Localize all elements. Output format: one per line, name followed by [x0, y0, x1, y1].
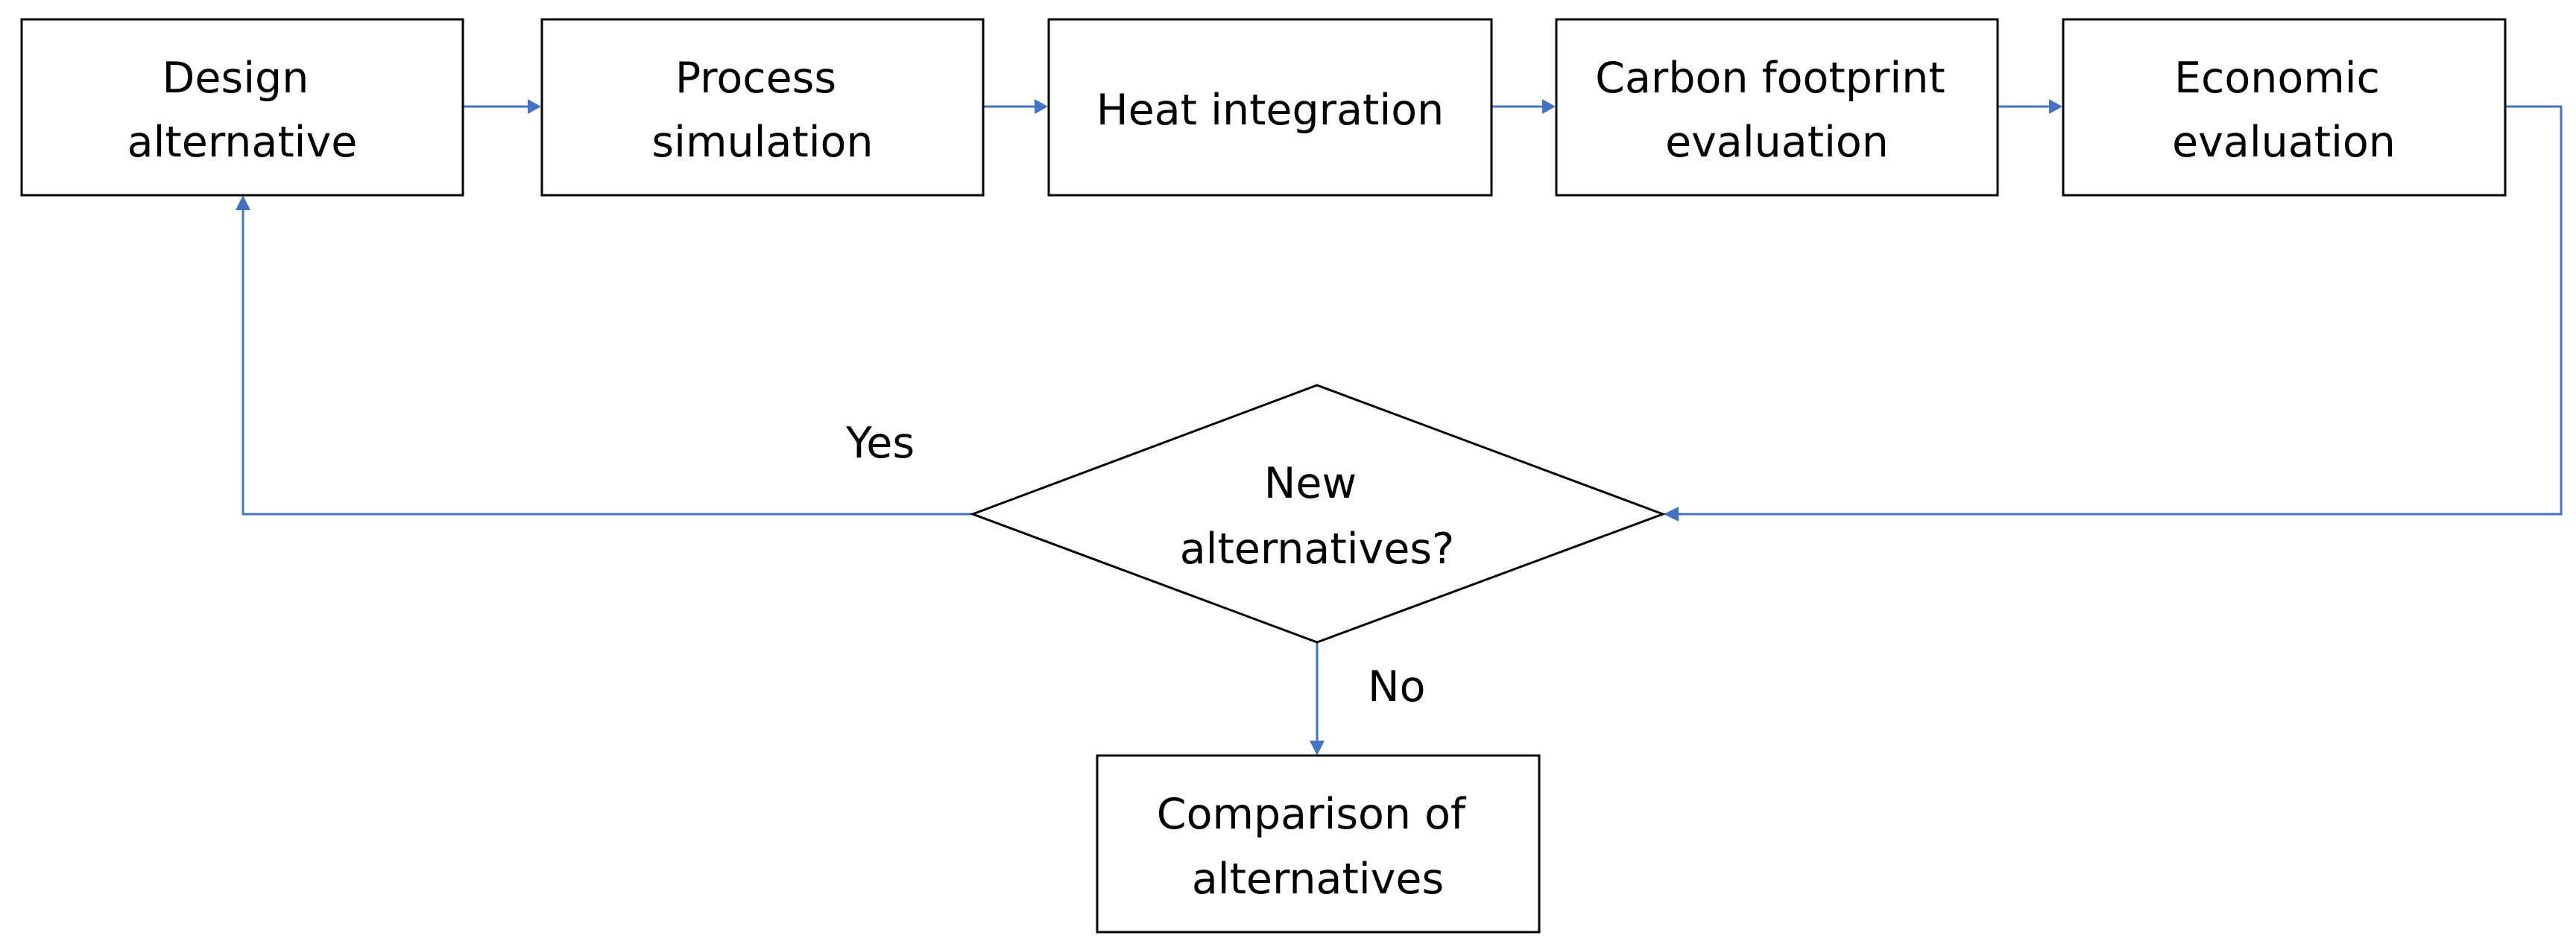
economic-evaluation-label-line-2: evaluation — [2172, 118, 2396, 167]
comparison-label-line-1: Comparison of — [1157, 790, 1467, 839]
design-alternative-box — [20, 18, 464, 197]
arrowhead-economic-to-decision — [1664, 507, 1679, 522]
connector-economic-to-decision — [1677, 105, 2563, 516]
economic-evaluation-label: Economic evaluation — [2172, 54, 2396, 167]
decision-label: New alternatives? — [1180, 459, 1455, 574]
heat-integration-label-line-1: Heat integration — [1096, 86, 1444, 135]
node-comparison-of-alternatives: Comparison of alternatives — [1096, 754, 1541, 934]
economic-evaluation-label-line-1: Economic — [2174, 54, 2380, 103]
carbon-footprint-evaluation-box — [1555, 18, 1999, 197]
process-simulation-label: Process simulation — [651, 54, 873, 167]
comparison-label-line-2: alternatives — [1192, 855, 1444, 904]
heat-integration-box — [1047, 18, 1493, 197]
decision-diamond — [969, 384, 1667, 644]
decision-label-line-1: New — [1264, 459, 1357, 508]
process-simulation-label-line-2: simulation — [651, 118, 873, 167]
carbon-footprint-evaluation-label: Carbon footprint evaluation — [1595, 54, 1959, 167]
connector-yes-to-design — [242, 209, 973, 516]
comparison-box — [1096, 754, 1541, 934]
node-process-simulation: Process simulation — [540, 18, 985, 197]
comparison-label: Comparison of alternatives — [1157, 790, 1479, 904]
node-new-alternatives-decision: New alternatives? — [969, 384, 1667, 644]
carbon-footprint-evaluation-label-line-2: evaluation — [1665, 118, 1889, 167]
node-carbon-footprint-evaluation: Carbon footprint evaluation — [1555, 18, 1999, 197]
design-alternative-label-line-2: alternative — [127, 118, 358, 167]
connectors — [236, 99, 2563, 756]
process-simulation-label-line-1: Process — [675, 54, 836, 103]
carbon-footprint-evaluation-label-line-1: Carbon footprint — [1595, 54, 1945, 103]
arrowhead-process-to-heat — [1035, 99, 1048, 114]
arrowhead-no-to-comparison — [1310, 741, 1325, 756]
design-alternative-label-line-1: Design — [162, 54, 309, 103]
no-edge-label: No — [1368, 662, 1426, 712]
arrowhead-design-to-process — [528, 99, 541, 114]
arrowhead-carbon-to-economic — [2049, 99, 2062, 114]
process-simulation-box — [540, 18, 985, 197]
node-heat-integration: Heat integration — [1047, 18, 1493, 197]
yes-edge-label: Yes — [845, 419, 915, 468]
decision-label-line-2: alternatives? — [1180, 525, 1455, 574]
arrowhead-heat-to-carbon — [1542, 99, 1556, 114]
design-alternative-label: Design alternative — [127, 54, 358, 167]
arrowhead-yes-to-design — [236, 195, 250, 210]
heat-integration-label: Heat integration — [1096, 86, 1444, 135]
economic-evaluation-box — [2062, 18, 2507, 197]
node-economic-evaluation: Economic evaluation — [2062, 18, 2507, 197]
node-design-alternative: Design alternative — [20, 18, 464, 197]
